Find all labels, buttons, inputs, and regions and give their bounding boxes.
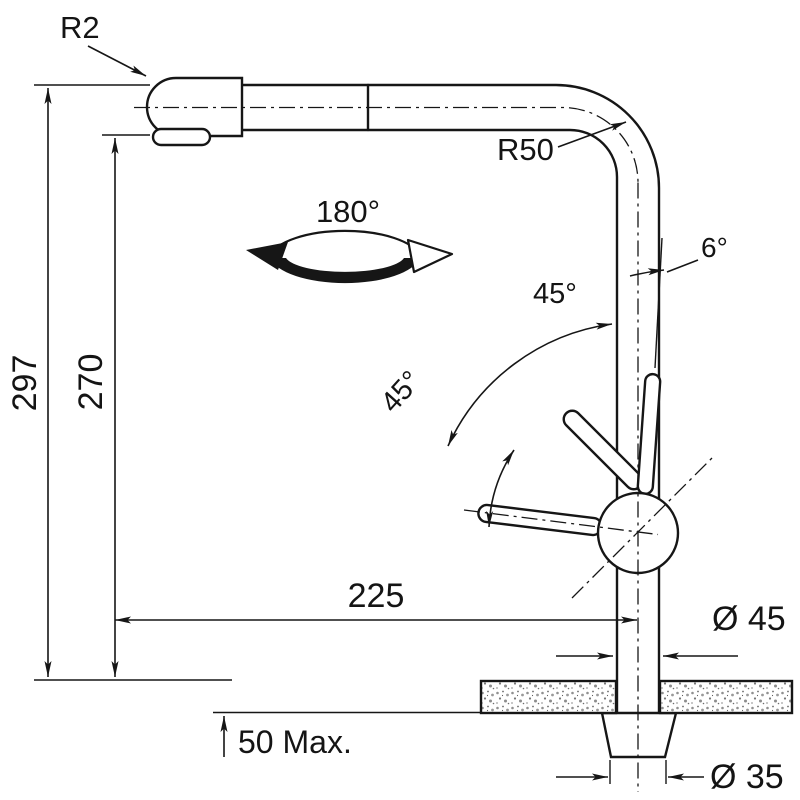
handle-lever-horizontal-shape xyxy=(477,503,603,537)
arc-45deg-upper xyxy=(447,322,613,447)
swivel-arrow-open xyxy=(406,238,454,274)
label-270: 270 xyxy=(72,354,110,411)
swivel-top-arc xyxy=(268,229,422,257)
label-dia35: Ø 35 xyxy=(710,758,784,796)
spray-head-aerator xyxy=(151,127,212,147)
arc-6deg xyxy=(629,268,665,277)
handle-lever-rest-shape xyxy=(636,372,662,496)
leader-r2 xyxy=(87,45,147,77)
handle-lever-45deg xyxy=(562,409,644,491)
label-50max: 50 Max. xyxy=(238,724,352,760)
label-180deg: 180° xyxy=(316,194,380,229)
label-45deg-lower: 45° xyxy=(375,365,428,419)
faucet-body xyxy=(145,76,680,759)
handle-lever-horizontal xyxy=(477,503,603,537)
centerlines xyxy=(134,106,713,792)
label-297: 297 xyxy=(6,355,44,412)
countertop-left-slab xyxy=(479,679,618,715)
swivel-symbol xyxy=(246,229,454,284)
ball-diagonal-centerline xyxy=(571,457,713,599)
mounting-nut xyxy=(600,711,678,759)
arc-45deg-lower xyxy=(486,449,515,528)
swivel-band xyxy=(270,258,420,284)
label-dia45: Ø 45 xyxy=(712,600,786,638)
label-r2: R2 xyxy=(60,10,100,45)
handle-lever-rest xyxy=(636,372,662,496)
countertop xyxy=(479,679,794,715)
spout-outer-edge xyxy=(240,83,661,507)
handle-lever-45deg-shape xyxy=(562,409,644,491)
countertop-right-slab xyxy=(658,679,794,715)
spout-centerline xyxy=(134,106,639,183)
label-6deg: 6° xyxy=(701,232,728,263)
leader-r50 xyxy=(557,121,627,148)
leader-6deg xyxy=(666,259,699,273)
label-225: 225 xyxy=(348,577,405,615)
swivel-arrow-solid xyxy=(246,242,288,270)
label-r50: R50 xyxy=(497,132,554,167)
label-45deg-upper: 45° xyxy=(533,278,577,310)
tilt-reference-line xyxy=(654,237,663,369)
spout-inner-edge xyxy=(240,128,619,507)
dimensions xyxy=(34,45,738,784)
labels: R2 R50 180° 6° 45° 45° 297 270 225 Ø 45 … xyxy=(6,10,786,796)
